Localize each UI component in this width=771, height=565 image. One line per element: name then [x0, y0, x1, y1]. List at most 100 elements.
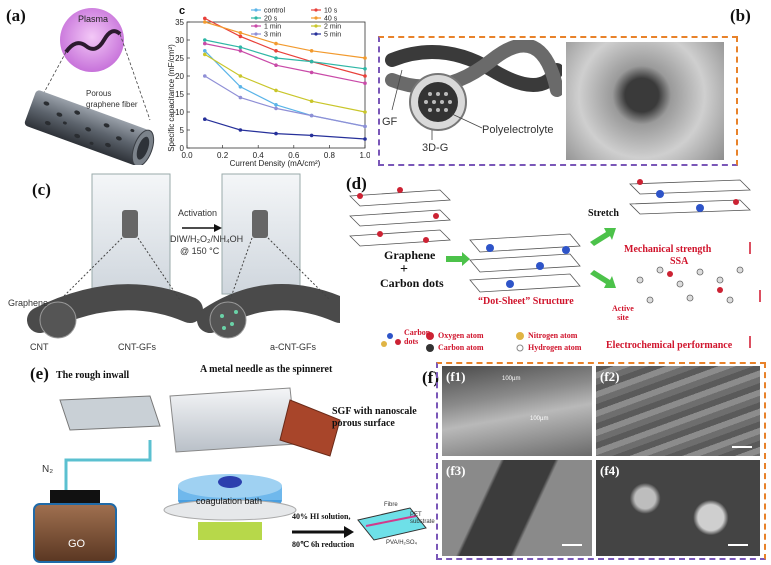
sem-f1-scale-2: 100µm — [530, 416, 549, 422]
data-point — [238, 45, 243, 49]
data-point — [274, 103, 278, 107]
data-point — [238, 31, 243, 35]
data-point — [203, 41, 207, 46]
data-point — [274, 63, 278, 67]
activation-label: Activation — [178, 208, 218, 218]
x-tick-label: 1.0 — [359, 151, 370, 160]
plasma-label: Plasma — [78, 14, 109, 24]
series-line-6 — [204, 75, 366, 127]
legend-label: 3 min — [264, 32, 281, 39]
legend-marker — [254, 32, 258, 36]
carbon-dots-label: Carbon dots — [380, 276, 444, 290]
sem-f4-scalebar — [728, 544, 748, 546]
data-point — [203, 49, 207, 53]
sem-f4: (f4) — [596, 460, 760, 556]
carbon-atom-legend: Carbon atom — [438, 343, 484, 352]
sem-f3: (f3) — [442, 460, 592, 556]
data-point — [274, 106, 278, 111]
panel-b-tag: (b) — [730, 6, 751, 25]
panel-e-tag: (e) — [30, 364, 49, 383]
panel-f: (f) (f1) 100µm 100µm (f2) (f3) (f4) — [422, 360, 771, 565]
sem-f2-scalebar — [732, 446, 752, 448]
panel-b: (b) GF 3D-G Polyelectrolyte — [370, 0, 771, 170]
data-point — [203, 52, 207, 57]
mechanical-strength-label: Mechanical strength — [624, 244, 712, 255]
polyelectrolyte-label: Polyelectrolyte — [482, 124, 554, 136]
ssa-label: SSA — [670, 256, 689, 267]
legend-marker — [314, 16, 318, 20]
pva-label: PVA/H₂SO₄ — [386, 540, 418, 546]
sem-f2: (f2) — [596, 366, 760, 456]
n2-label: N₂ — [42, 464, 54, 475]
data-point — [363, 56, 367, 60]
activation-schematic — [27, 173, 340, 339]
legend-label: 1 min — [264, 24, 281, 31]
data-point — [238, 85, 243, 89]
data-point — [203, 38, 207, 42]
legend-marker — [254, 16, 258, 20]
panel-d: (d) Stretch Graphene + Carbon dots “Dot-… — [340, 170, 771, 360]
data-point — [274, 56, 278, 60]
fibre-label: Fibre — [384, 502, 398, 508]
panel-d-tag: (d) — [346, 174, 367, 193]
sem-f4-label: (f4) — [600, 463, 620, 478]
series-line-7 — [204, 118, 366, 140]
hydrogen-atom-legend: Hydrogen atom — [528, 343, 582, 352]
data-point — [203, 117, 207, 121]
cnt-label: CNT — [30, 342, 49, 352]
data-point — [238, 95, 243, 100]
a-cnt-gfs-label: a-CNT-GFs — [270, 342, 316, 352]
graphene-label-d: Graphene — [384, 248, 436, 262]
go-label: GO — [68, 538, 86, 550]
graphene-label-c: Graphene — [8, 298, 49, 308]
panel-b-frame — [378, 36, 738, 166]
legend-marker — [254, 24, 258, 28]
chart-title: c — [179, 5, 185, 17]
legend-label: 40 s — [324, 16, 338, 23]
activation-conditions-1: DIW/H₂O₂/NH₄OH — [170, 234, 244, 244]
rough-inwall-label: The rough inwall — [56, 370, 130, 381]
data-point — [363, 137, 367, 141]
legend-label: 2 min — [324, 24, 341, 31]
hi-solution-label: 40% HI solution, — [292, 512, 351, 521]
x-tick-label: 0.2 — [217, 151, 229, 160]
data-point — [309, 49, 314, 53]
gf-schematic — [385, 40, 562, 140]
legend-label: 10 s — [324, 8, 338, 15]
nitrogen-atom-legend: Nitrogen atom — [528, 331, 578, 340]
plasma-fiber-illustration — [24, 8, 155, 165]
metal-needle — [169, 387, 297, 453]
sem-f2-label: (f2) — [600, 369, 620, 384]
sem-f1-scale-1: 100µm — [502, 376, 521, 382]
carbon-dots-legend: Carbon dots — [404, 328, 431, 346]
legend-label: 5 min — [324, 32, 341, 39]
sgf-fiber — [279, 399, 341, 457]
fiber-strand — [64, 29, 122, 54]
sem-f3-scalebar — [562, 544, 582, 546]
series-line-0 — [204, 50, 366, 127]
series-line-4 — [204, 43, 366, 84]
chart-xlabel: Current Density (mA/cm²) — [230, 159, 321, 168]
active-site-label: Active site — [612, 304, 634, 322]
panel-f-tag: (f) — [422, 368, 439, 387]
data-point — [309, 59, 314, 64]
pet-substrate-label: PET substrate — [410, 512, 435, 525]
chart-frame — [186, 21, 366, 149]
activation-conditions-2: @ 150 °C — [180, 246, 220, 256]
sgf-label: SGF with nanoscale porous surface — [332, 406, 417, 429]
data-point — [238, 49, 243, 53]
panel-b-sem-image — [566, 42, 724, 160]
panel-c-tag: (c) — [32, 180, 51, 199]
panel-c: (c) Activation DIW/H₂O₂/NH₄OH @ 150 °C G… — [0, 170, 340, 355]
data-point — [363, 81, 367, 85]
capacitance-chart: c Specific capacitance (mF/cm²) Current … — [167, 5, 370, 168]
porous-fiber-label: Porous graphene fiber — [86, 89, 138, 109]
legend-marker — [314, 24, 318, 28]
data-point — [309, 133, 314, 138]
y-tick-label: 15 — [175, 90, 184, 99]
y-tick-label: 10 — [175, 108, 184, 117]
sem-f1: (f1) 100µm 100µm — [442, 366, 592, 456]
panel-a-tag: (a) — [6, 6, 26, 25]
data-point — [238, 34, 243, 39]
legend-label: 20 s — [264, 16, 278, 23]
